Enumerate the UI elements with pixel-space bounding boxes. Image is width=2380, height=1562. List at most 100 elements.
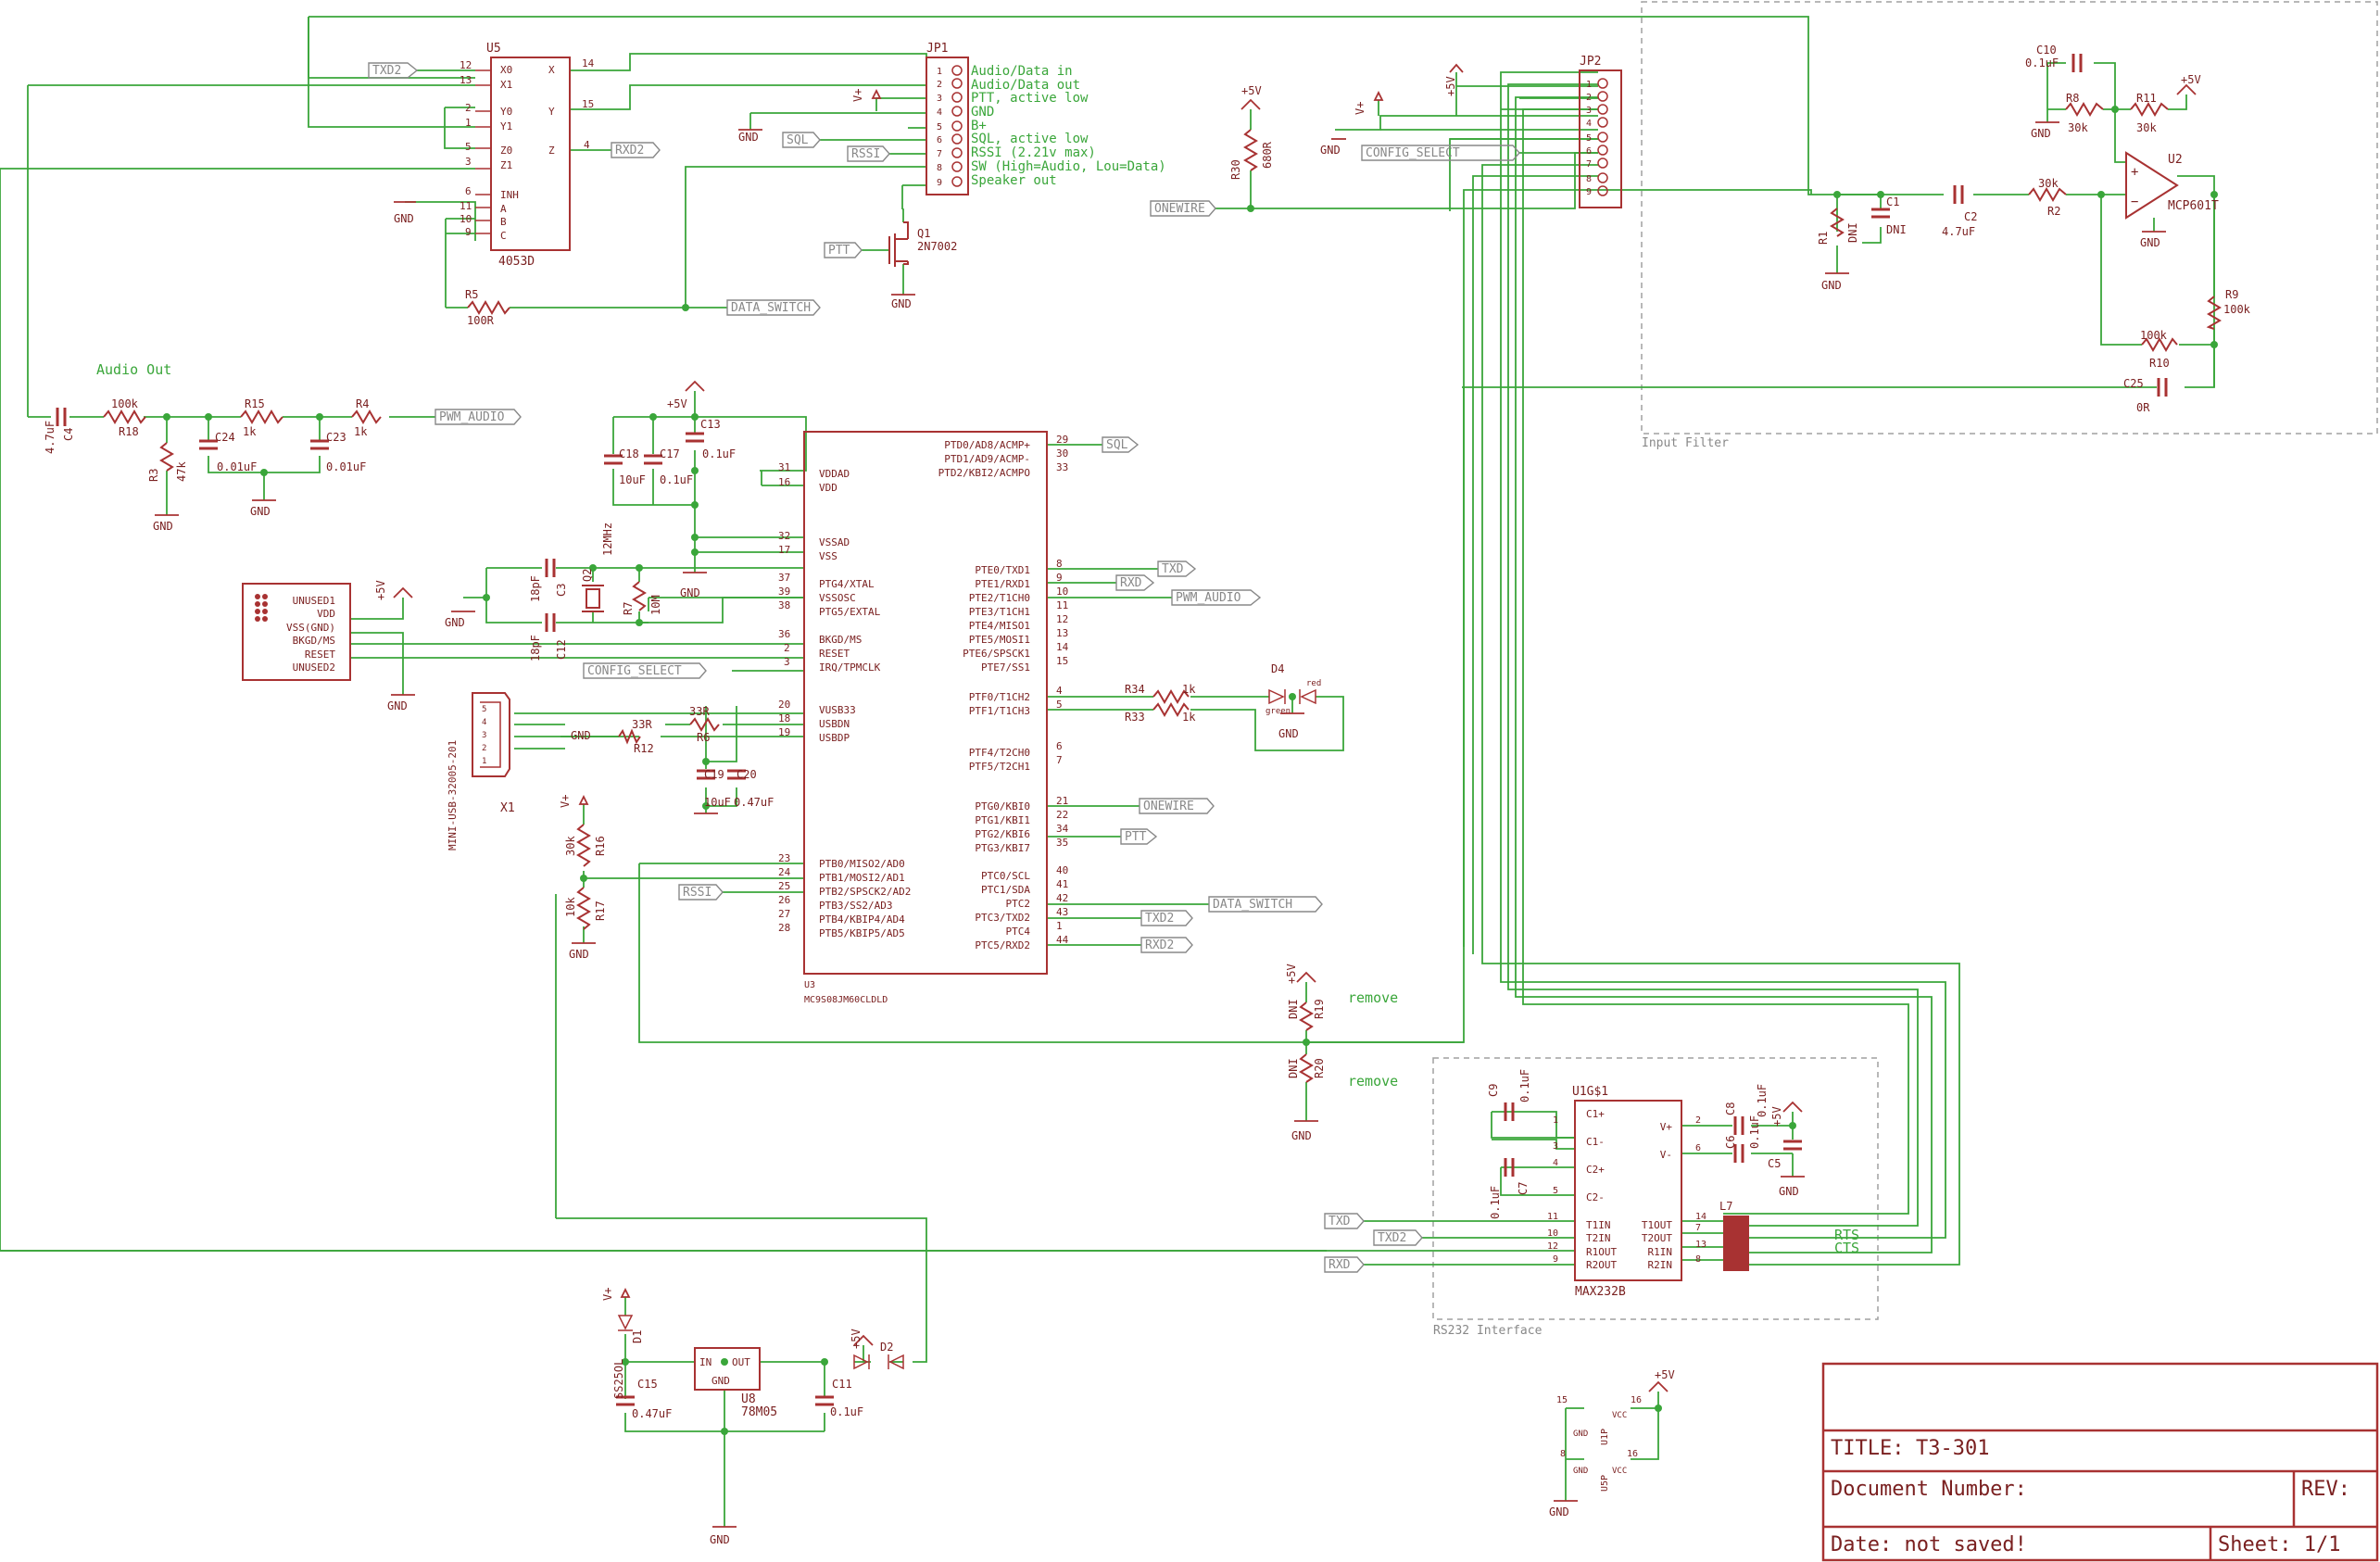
svg-text:1k: 1k [1182,683,1196,696]
svg-text:B: B [500,216,507,228]
svg-text:37: 37 [778,572,790,584]
svg-text:28: 28 [778,922,790,934]
svg-text:VCC: VCC [1612,1467,1627,1476]
svg-text:U1P: U1P [1600,1429,1610,1445]
svg-text:1: 1 [465,117,472,129]
svg-text:PTG2/KBI6: PTG2/KBI6 [975,828,1030,840]
svg-text:9: 9 [1056,572,1063,584]
svg-text:7: 7 [937,149,942,159]
svg-text:15: 15 [1556,1395,1568,1405]
svg-text:R4: R4 [356,397,369,410]
svg-text:GND: GND [1779,1185,1799,1198]
svg-text:R17: R17 [594,901,607,921]
svg-text:UNUSED2: UNUSED2 [293,661,335,674]
svg-text:V+: V+ [1660,1121,1673,1133]
svg-text:PTF1/T1CH3: PTF1/T1CH3 [969,705,1030,717]
svg-text:+5V: +5V [2181,73,2201,86]
jp1-label-1: Audio/Data in [971,64,1073,79]
svg-text:1k: 1k [1182,711,1196,724]
svg-text:C25: C25 [2123,377,2144,390]
svg-text:14: 14 [1695,1212,1706,1222]
svg-text:C: C [500,230,507,242]
svg-text:PTB3/SS2/AD3: PTB3/SS2/AD3 [819,900,892,912]
svg-text:GND: GND [680,586,700,599]
svg-text:GND: GND [1549,1505,1569,1518]
svg-text:C5: C5 [1768,1157,1781,1170]
svg-text:+: + [2131,165,2138,180]
svg-text:GND: GND [445,616,465,629]
svg-text:6: 6 [1056,740,1063,752]
svg-text:UNUSED1: UNUSED1 [293,595,335,607]
svg-text:0.1uF: 0.1uF [2025,57,2059,69]
svg-text:26: 26 [778,894,790,906]
svg-text:R9: R9 [2225,288,2238,301]
svg-text:C23: C23 [326,431,346,444]
svg-text:VDDAD: VDDAD [819,468,850,480]
svg-text:red: red [1306,679,1321,688]
u1-value: MAX232B [1575,1285,1626,1299]
svg-text:RESET: RESET [819,648,850,660]
port-rxd-right: RXD [1120,576,1142,590]
svg-text:0.01uF: 0.01uF [217,460,257,473]
svg-text:10: 10 [1547,1228,1558,1239]
svg-text:PTG3/KBI7: PTG3/KBI7 [975,842,1030,854]
svg-text:43: 43 [1056,906,1068,918]
svg-text:R2: R2 [2047,205,2060,218]
svg-text:GND: GND [1278,727,1299,740]
l7-ref: L7 [1719,1200,1732,1213]
title-value: T3-301 [1916,1437,1989,1460]
port-sql-left: SQL [787,133,809,147]
svg-text:0.1uF: 0.1uF [1756,1084,1769,1117]
jp1-ref: JP1 [926,42,948,56]
svg-text:PTF5/T2CH1: PTF5/T2CH1 [969,761,1030,773]
port-txd-right: TXD [1162,562,1184,576]
svg-text:10k: 10k [564,897,577,917]
note-remove-1: remove [1348,989,1398,1006]
svg-text:3: 3 [465,156,472,168]
power-units: 15 16 8 16 GND VCC GND VCC U1P U5P [1556,1395,1642,1492]
svg-text:4.7uF: 4.7uF [44,421,57,454]
svg-text:R34: R34 [1125,683,1145,696]
svg-text:30k: 30k [2068,121,2088,134]
svg-text:R18: R18 [119,425,139,438]
document-number-label: Document Number: [1831,1478,2027,1501]
svg-text:R16: R16 [594,836,607,856]
svg-text:3: 3 [1586,106,1592,116]
svg-text:PTF0/T1CH2: PTF0/T1CH2 [969,691,1030,703]
svg-text:R8: R8 [2066,92,2079,105]
svg-text:R10: R10 [2149,357,2170,370]
svg-text:Z: Z [548,145,555,157]
port-rxd2-right: RXD2 [1145,938,1174,952]
svg-text:100k: 100k [2223,303,2251,316]
svg-text:13: 13 [460,74,472,86]
svg-text:PTE4/MISO1: PTE4/MISO1 [969,620,1030,632]
svg-text:IRQ/TPMCLK: IRQ/TPMCLK [819,661,881,674]
jp1-label-2: Audio/Data out [971,78,1080,93]
svg-text:GND: GND [1320,144,1341,157]
svg-text:RESET: RESET [305,649,335,661]
svg-text:27: 27 [778,908,790,920]
svg-text:R1: R1 [1817,232,1830,245]
svg-text:R15: R15 [245,397,265,410]
svg-text:C2+: C2+ [1586,1164,1605,1176]
svg-text:10uF: 10uF [619,473,646,486]
u5-multiplexer: U5 4053D X0 X1 Y0 Y1 Z0 Z1 INH A B C X Y… [460,42,595,269]
svg-text:4: 4 [482,718,486,727]
svg-text:9: 9 [937,178,942,188]
note-remove-2: remove [1348,1073,1398,1090]
svg-text:41: 41 [1056,878,1068,890]
svg-text:12: 12 [460,59,472,71]
svg-text:35: 35 [1056,837,1068,849]
usb-value: MINI-USB-32005-201 [447,740,459,850]
svg-text:PTG0/KBI0: PTG0/KBI0 [975,800,1030,812]
svg-text:1: 1 [1056,920,1063,932]
u2-ref: U2 [2168,153,2183,167]
svg-text:R20: R20 [1313,1058,1326,1078]
svg-text:PTC4: PTC4 [1006,926,1031,938]
svg-text:1: 1 [1586,80,1592,90]
svg-text:Y0: Y0 [500,106,512,118]
svg-text:GND: GND [387,699,408,712]
u1-ref: U1G$1 [1572,1085,1608,1099]
port-label-texts: TXD2 RXD2 DATA_SWITCH SQL RSSI PTT CONFI… [372,64,1460,1272]
svg-text:SS25OL: SS25OL [612,1359,625,1399]
